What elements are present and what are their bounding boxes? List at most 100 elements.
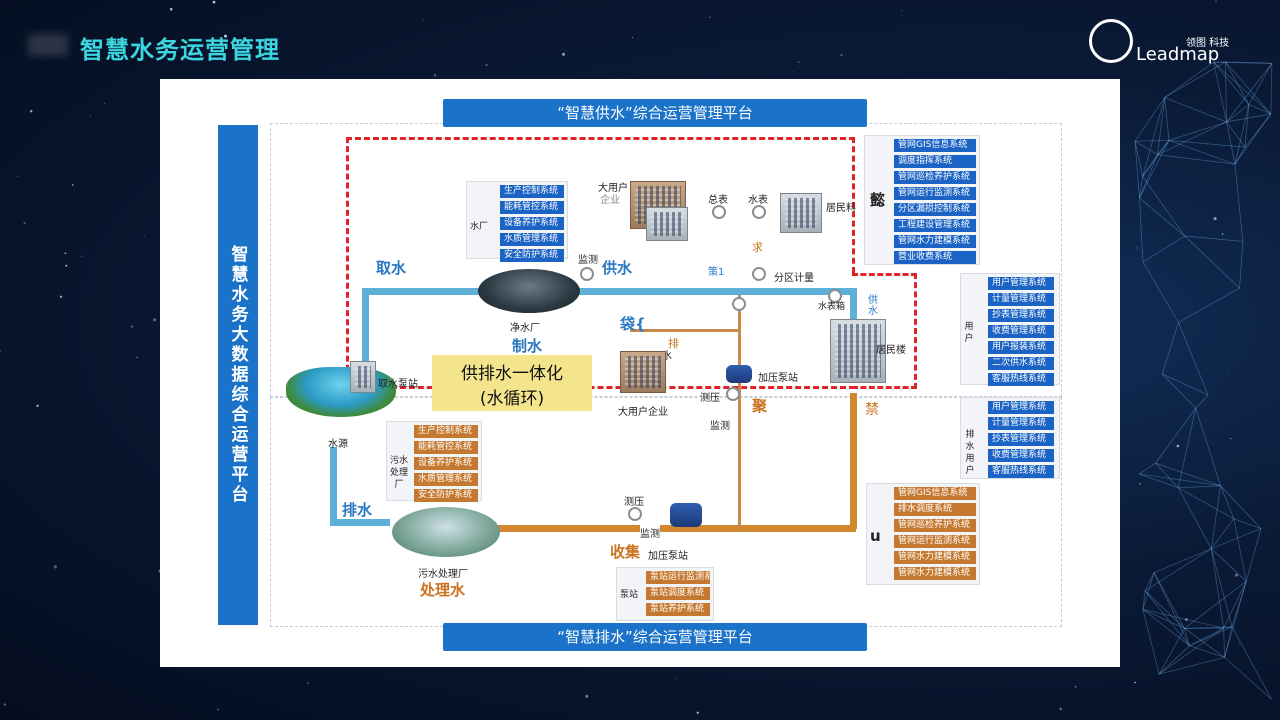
network-line: [1142, 590, 1146, 610]
label-pai-shui: 排水: [342, 501, 373, 519]
network-line: [1158, 645, 1190, 675]
sewer-main-pipe: [480, 525, 856, 532]
star: [485, 64, 488, 67]
star: [81, 255, 83, 257]
integration-line2: (水循环): [479, 389, 545, 409]
booster-pump-top-icon: [726, 365, 752, 383]
drain-user-system-list: 用户管理系统计量管理系统抄表管理系统收费管理系统客服热线系统: [988, 401, 1054, 478]
star: [675, 678, 677, 680]
star: [792, 71, 794, 73]
network-line: [1158, 628, 1185, 675]
network-line: [1157, 121, 1227, 156]
network-line: [1231, 581, 1247, 627]
pressure-gauge-bottom-icon: [628, 507, 642, 521]
network-line: [1213, 61, 1272, 64]
label-gong-small: 供水: [868, 295, 878, 317]
star: [1185, 618, 1188, 621]
network-line: [1213, 62, 1227, 123]
system-item: 泵站调度系统: [646, 587, 710, 600]
system-item: 营业收费系统: [894, 251, 976, 264]
logo-main-text: Leadmap: [1136, 44, 1220, 65]
sewer-riser-mid: [738, 295, 741, 529]
network-line: [1220, 485, 1235, 519]
network-line: [1157, 97, 1166, 155]
network-line: [1233, 518, 1262, 530]
label-big-user-top: 大用户: [598, 183, 628, 194]
system-item: 生产控制系统: [500, 185, 564, 198]
star: [1139, 483, 1141, 485]
label-zone-meter: 分区计量: [774, 273, 814, 284]
label-pressure-top: 测压: [700, 393, 720, 404]
network-line: [1153, 572, 1185, 629]
star: [169, 7, 173, 11]
network-line: [1270, 63, 1273, 114]
network-line: [1153, 548, 1212, 574]
network-line: [1189, 627, 1224, 647]
network-line: [1142, 572, 1155, 610]
network-line: [1142, 609, 1190, 647]
system-item: 安全防护系统: [500, 249, 564, 262]
star: [837, 5, 839, 6]
label-pai-small: 排: [668, 337, 679, 350]
label-qiu: 求: [752, 241, 763, 254]
label-total-meter: 总表: [708, 195, 728, 206]
title-accent-blur: [28, 34, 68, 56]
star: [3, 703, 6, 706]
residential-riser-pipe: [850, 288, 857, 328]
star: [65, 264, 68, 267]
system-item: 管网巡检养护系统: [894, 171, 976, 184]
system-item: 客服热线系统: [988, 373, 1054, 386]
star: [376, 718, 378, 720]
system-item: 收费管理系统: [988, 449, 1054, 462]
label-water-source: 水源: [328, 439, 348, 450]
network-line: [1142, 609, 1160, 675]
network-line: [1225, 61, 1272, 64]
network-line: [1155, 462, 1179, 489]
network-line: [1210, 548, 1225, 629]
system-item: 调度指挥系统: [894, 155, 976, 168]
star: [143, 235, 145, 237]
network-line: [1177, 487, 1212, 549]
drain-platform-banner: “智慧排水”综合运营管理平台: [443, 623, 867, 651]
network-line: [1248, 104, 1272, 115]
network-line: [1224, 581, 1247, 658]
network-line: [1161, 373, 1196, 409]
network-line: [1168, 121, 1227, 141]
system-item: 计量管理系统: [988, 293, 1054, 306]
integration-highlight-box: 供排水一体化 (水循环): [432, 355, 592, 411]
system-item: 排水调度系统: [894, 503, 976, 516]
system-item: 管网运行监测系统: [894, 187, 976, 200]
network-line: [1178, 287, 1240, 323]
star: [71, 183, 74, 186]
integration-line1: 供排水一体化: [461, 364, 563, 384]
network-line: [1224, 657, 1272, 700]
valve-icon: [732, 297, 746, 311]
network-line: [1164, 97, 1170, 141]
network-line: [1155, 462, 1221, 487]
star: [53, 565, 57, 569]
star: [1230, 437, 1232, 440]
star: [36, 404, 39, 408]
star: [341, 688, 342, 689]
star: [1176, 444, 1180, 448]
system-item: 管网GIS信息系统: [894, 487, 976, 500]
label-monitor-mid: 监测: [710, 421, 730, 432]
star: [29, 109, 33, 113]
sewer-branch: [630, 329, 740, 332]
network-line: [1234, 104, 1250, 165]
network-line: [1134, 140, 1158, 156]
system-item: 用户报装系统: [988, 341, 1054, 354]
system-item: 生产控制系统: [414, 425, 478, 438]
big-user-enterprise-top-image-2: [646, 207, 688, 241]
network-line: [1168, 139, 1246, 148]
star: [561, 52, 566, 56]
pump-system-list: 泵站运行监测系统泵站调度系统泵站养护系统: [646, 571, 710, 616]
network-line: [1213, 61, 1272, 115]
network-line: [1225, 61, 1250, 105]
drain-left-pipe-h: [330, 519, 390, 526]
sewer-riser-right: [850, 393, 857, 529]
system-item: 能耗管控系统: [414, 441, 478, 454]
system-item: 水质管理系统: [500, 233, 564, 246]
star: [217, 708, 219, 711]
label-water-meter: 水表: [748, 195, 768, 206]
